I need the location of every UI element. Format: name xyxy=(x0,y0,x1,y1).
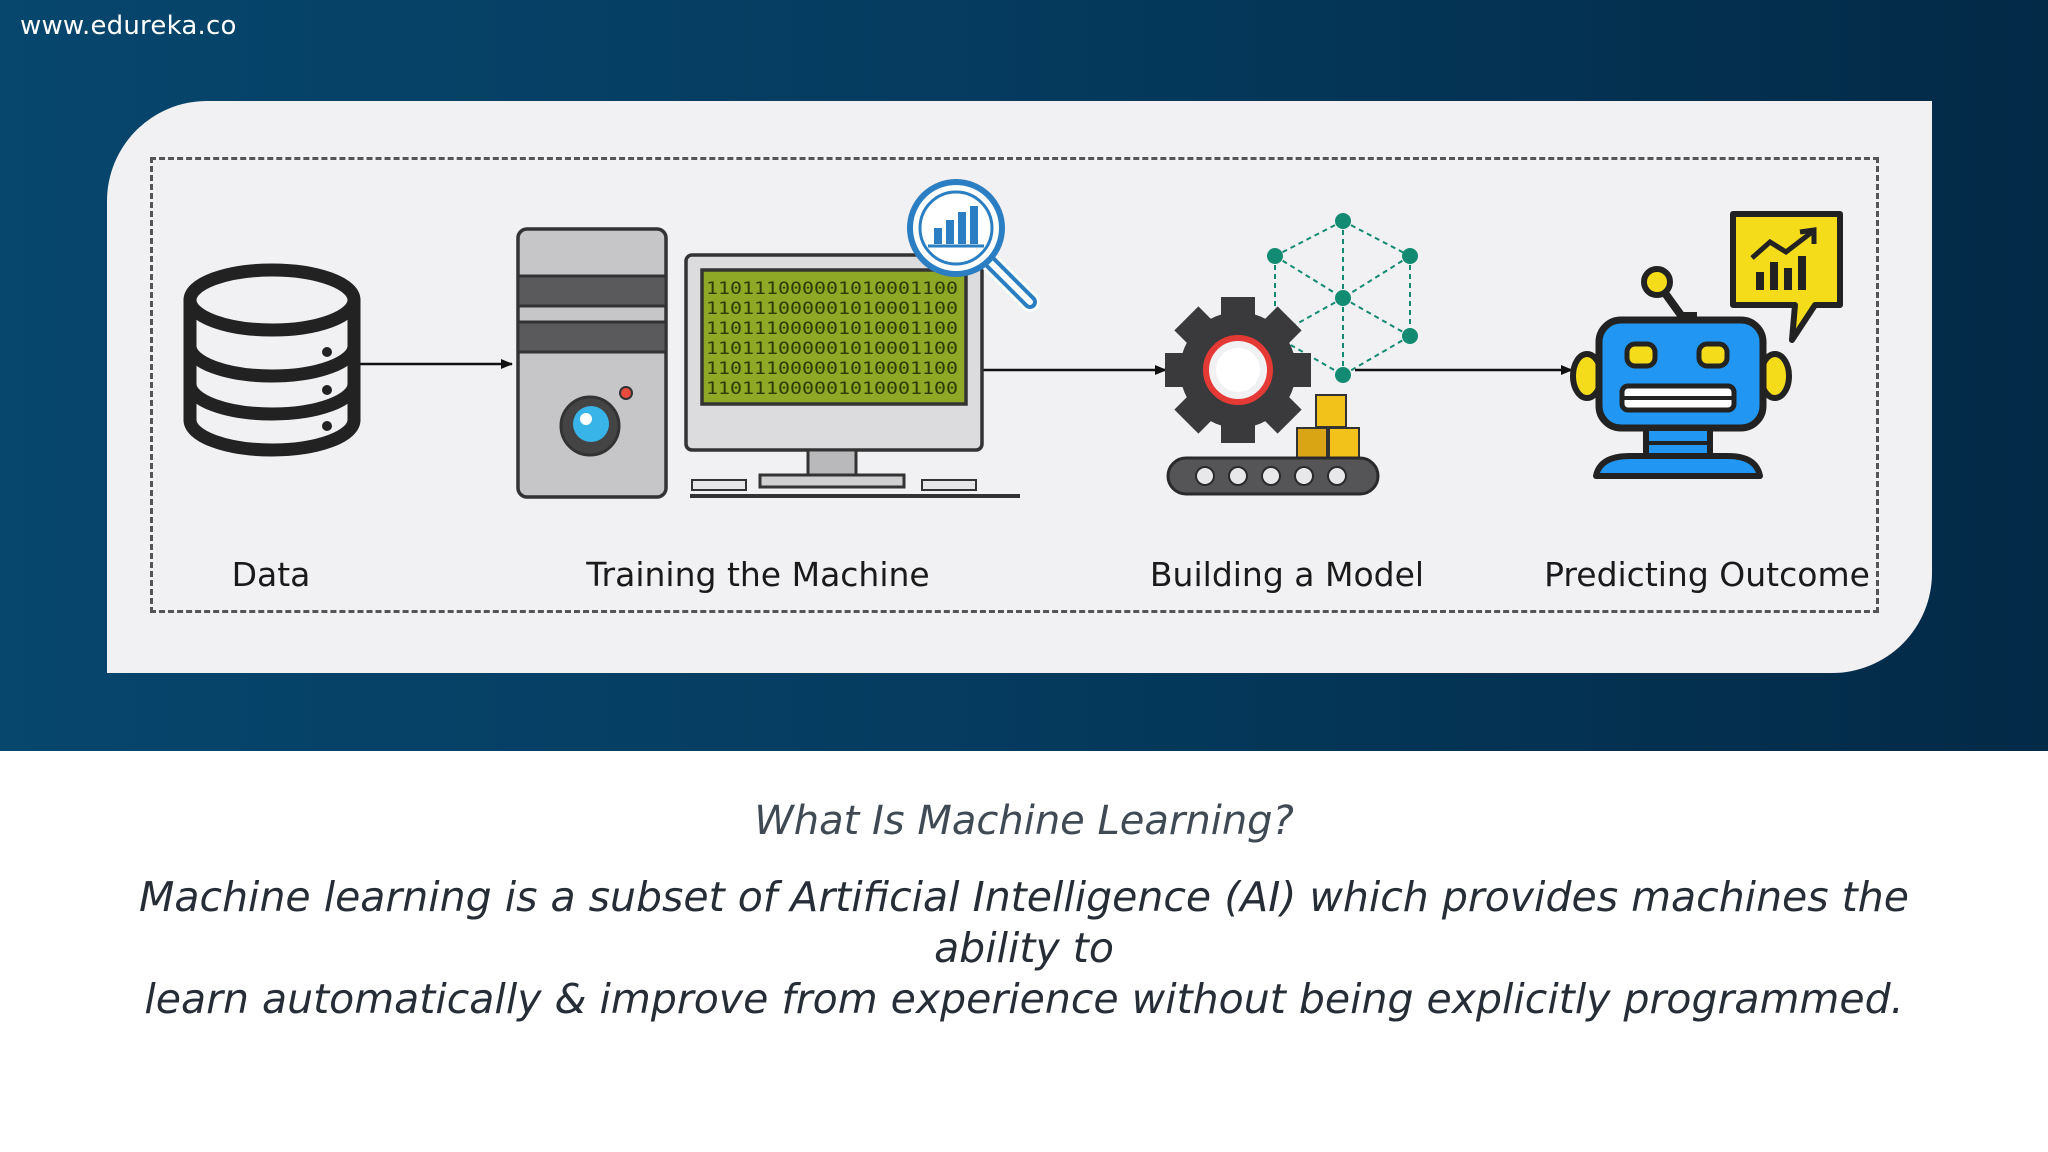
magnifier-chart-icon xyxy=(907,179,1040,312)
binary-line: 110111000001010001100 xyxy=(706,379,958,399)
binary-line: 110111000001010001100 xyxy=(706,339,958,359)
monitor-icon xyxy=(684,253,1020,498)
network-graph-icon xyxy=(1274,220,1411,376)
speech-bubble-chart-icon xyxy=(1730,211,1843,343)
binary-line: 110111000001010001100 xyxy=(706,359,958,379)
stage-label-prediction: Predicting Outcome xyxy=(1544,555,1870,594)
dashed-frame xyxy=(150,157,1879,613)
site-url: www.edureka.co xyxy=(20,11,237,41)
computer-tower-icon xyxy=(516,227,668,499)
stage-label-data: Data xyxy=(231,555,311,594)
conveyor-icon xyxy=(1166,394,1380,496)
database-icon xyxy=(183,263,361,457)
network-nodes xyxy=(1267,213,1418,383)
gear-icon xyxy=(1165,297,1311,443)
binary-line: 110111000001010001100 xyxy=(706,319,958,339)
definition-line: learn automatically & improve from exper… xyxy=(144,975,1904,1023)
binary-text: 110111000001010001100 110111000001010001… xyxy=(706,279,958,399)
binary-line: 110111000001010001100 xyxy=(706,299,958,319)
definition-text: Machine learning is a subset of Artifici… xyxy=(100,872,1948,1025)
robot-icon xyxy=(1570,266,1792,479)
slide-title: What Is Machine Learning? xyxy=(754,798,1294,844)
definition-line: Machine learning is a subset of Artifici… xyxy=(139,873,1909,972)
binary-line: 110111000001010001100 xyxy=(706,279,958,299)
stage-label-model: Building a Model xyxy=(1149,555,1425,594)
stage-label-training: Training the Machine xyxy=(586,555,930,594)
